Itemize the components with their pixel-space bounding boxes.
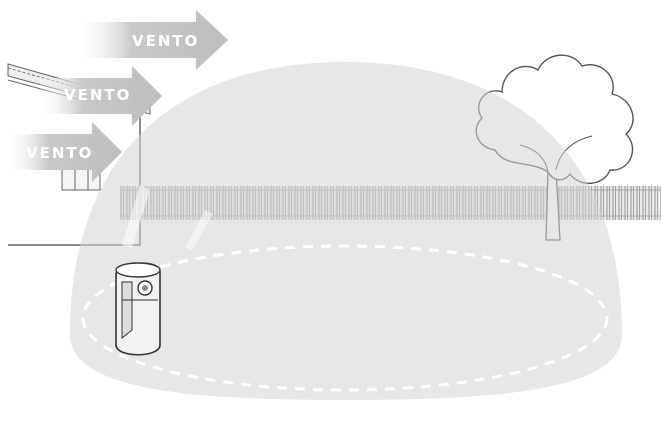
device: [115, 262, 161, 356]
wind-arrow-label: VENTO: [132, 32, 199, 50]
protection-dome: [70, 62, 622, 400]
wind-arrow: VENTO: [40, 66, 162, 126]
wind-arrow: VENTO: [80, 10, 228, 70]
wind-arrow: VENTO: [8, 122, 122, 182]
wind-arrow-label: VENTO: [64, 86, 131, 104]
coverage-area-ellipse: [81, 244, 609, 392]
wind-arrow-label: VENTO: [26, 144, 93, 162]
